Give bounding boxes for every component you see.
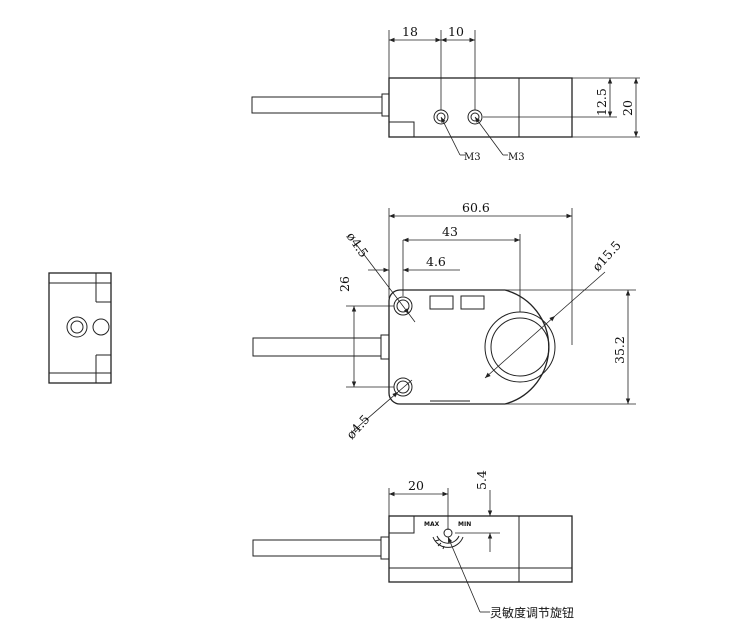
end-view-indicator (92, 318, 110, 336)
bottom-view: MAX MIN 20 5.4 灵敏度调节旋钮 (252, 470, 574, 620)
dim-60-6-label: 60.6 (462, 200, 490, 215)
sensitivity-knob (432, 528, 464, 550)
bottom-view-cable (252, 539, 382, 557)
top-view-body (388, 77, 573, 138)
knob-max-label: MAX (424, 521, 440, 528)
dim-20-label: 20 (620, 100, 635, 116)
front-view-cable-gland (380, 334, 390, 360)
top-view: 18 10 12.5 20 M3 M3 (251, 24, 640, 163)
end-view-connector (66, 316, 88, 338)
front-view: 60.6 43 4.6 26 35.2 ø4.5 ø4.5 ø15.5 (252, 200, 636, 442)
led-window-left (429, 295, 454, 310)
bottom-view-body (388, 515, 573, 583)
dim-4-6-label: 4.6 (426, 254, 446, 269)
dim-35-2-label: 35.2 (612, 336, 627, 364)
dim-26-label: 26 (337, 276, 352, 292)
dim-hole-top-label: ø4.5 (344, 229, 372, 260)
top-view-corner-step (388, 121, 415, 138)
dim-bottom-20-label: 20 (408, 478, 424, 493)
dim-hole-bottom-label: ø4.5 (343, 412, 372, 442)
top-view-cable-gland (381, 93, 390, 117)
top-view-cable (251, 96, 383, 114)
thread-right-label: M3 (508, 152, 525, 163)
end-view-body (48, 272, 112, 384)
dim-10-label: 10 (448, 24, 464, 39)
dim-43-label: 43 (442, 224, 458, 239)
led-window-right (460, 295, 485, 310)
dim-18-label: 18 (402, 24, 418, 39)
knob-callout-label: 灵敏度调节旋钮 (490, 605, 574, 620)
bottom-view-cable-gland (380, 536, 390, 560)
bottom-view-corner-step (388, 515, 415, 534)
dim-5-4-label: 5.4 (474, 470, 489, 490)
front-view-cable (252, 337, 382, 357)
end-view (48, 272, 112, 384)
dim-12-5-label: 12.5 (594, 88, 609, 116)
front-view-body (388, 289, 550, 405)
thread-left-label: M3 (464, 152, 481, 163)
dim-bore-label: ø15.5 (589, 238, 624, 274)
knob-min-label: MIN (458, 521, 471, 528)
